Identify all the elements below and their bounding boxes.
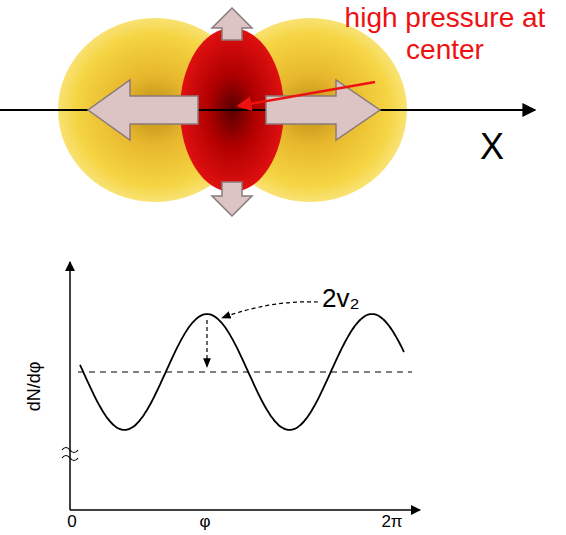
leader-arrow bbox=[238, 82, 375, 106]
axis-label: X bbox=[480, 126, 504, 167]
cosine-curve bbox=[80, 314, 404, 430]
amplitude-arrow bbox=[206, 320, 207, 367]
pressure-arrows bbox=[88, 8, 380, 216]
axis-break bbox=[62, 448, 78, 461]
leader-line bbox=[222, 302, 318, 318]
tick-label: 0 bbox=[67, 512, 76, 532]
axis-title: dN/dφ bbox=[24, 361, 45, 411]
amplitude-label: 2v₂ bbox=[322, 284, 360, 314]
tick-label: 2π bbox=[381, 512, 402, 532]
tick-label: φ bbox=[199, 512, 210, 532]
plot-axes bbox=[70, 262, 420, 510]
callout-text: high pressure at center bbox=[335, 2, 555, 66]
mean-line bbox=[78, 371, 412, 372]
